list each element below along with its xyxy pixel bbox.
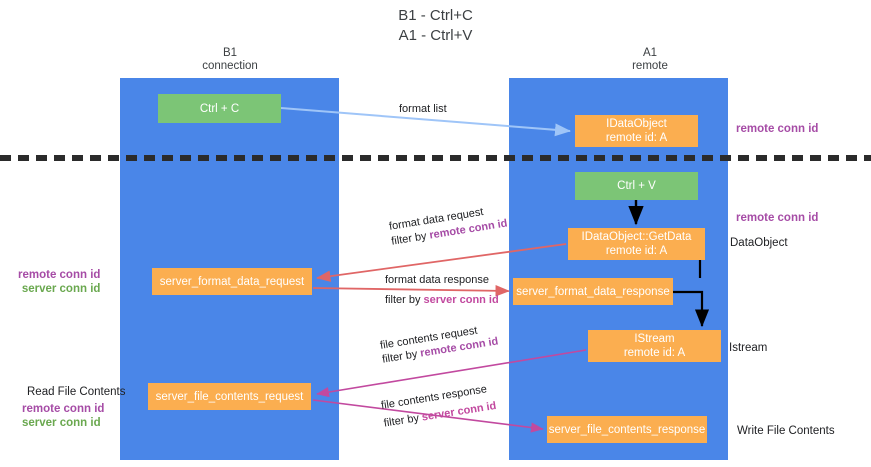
node-idataobject[interactable]: IDataObject remote id: A xyxy=(575,115,698,147)
node-server-file-contents-response[interactable]: server_file_contents_response xyxy=(547,416,707,443)
column-b1-subtitle: connection xyxy=(202,60,258,72)
node-idataobject-getdata[interactable]: IDataObject::GetData remote id: A xyxy=(568,228,705,260)
column-a1-subtitle: remote xyxy=(632,60,668,72)
annotation-read-file-contents: Read File Contents xyxy=(27,386,126,398)
filter-prefix: filter by xyxy=(382,411,423,430)
column-header-b1: B1 connection xyxy=(140,47,320,73)
filter-key-server-conn-id: server conn id xyxy=(423,294,499,306)
node-server-format-data-request[interactable]: server_format_data_request xyxy=(152,268,312,295)
edge-label-format-data-response: format data response filter by server co… xyxy=(385,273,499,307)
node-server-file-contents-response-label: server_file_contents_response xyxy=(548,423,706,436)
annotation-left-mid-remote: remote conn id xyxy=(18,269,101,281)
node-server-format-data-response[interactable]: server_format_data_response xyxy=(513,278,673,305)
title-line-1: B1 - Ctrl+C xyxy=(398,7,473,24)
title-line-2: A1 - Ctrl+V xyxy=(398,27,473,44)
edge-format-data-response-filter: filter by server conn id xyxy=(385,293,499,307)
edge-label-format-data-request: format data request filter by remote con… xyxy=(388,202,508,249)
node-ctrl-v[interactable]: Ctrl + V xyxy=(575,172,698,200)
node-ctrl-c-label: Ctrl + C xyxy=(199,102,240,115)
edge-label-file-contents-request: file contents request filter by remote c… xyxy=(379,321,499,367)
annotation-write-file-contents: Write File Contents xyxy=(737,425,835,437)
page-title: B1 - Ctrl+C A1 - Ctrl+V xyxy=(0,6,871,46)
phase-divider xyxy=(0,155,871,161)
node-istream-remote-id: remote id: A xyxy=(623,347,686,359)
annotation-remote-conn-id-top: remote conn id xyxy=(736,123,819,135)
annotation-left-bottom: remote conn id server conn id xyxy=(22,402,104,430)
node-ctrl-c[interactable]: Ctrl + C xyxy=(158,94,281,123)
node-istream-label: IStream xyxy=(634,333,675,345)
node-istream[interactable]: IStream remote id: A xyxy=(588,330,721,362)
node-server-format-data-response-label: server_format_data_response xyxy=(516,285,670,298)
filter-prefix: filter by xyxy=(385,294,424,306)
annotation-istream: Istream xyxy=(729,342,768,354)
node-server-file-contents-request[interactable]: server_file_contents_request xyxy=(148,383,311,410)
edge-format-data-response-text: format data response xyxy=(385,274,489,286)
annotation-remote-conn-id-mid: remote conn id xyxy=(736,212,819,224)
column-header-a1: A1 remote xyxy=(560,47,740,73)
node-server-file-contents-request-label: server_file_contents_request xyxy=(155,390,304,403)
annotation-left-mid-server: server conn id xyxy=(21,283,101,295)
node-ctrl-v-label: Ctrl + V xyxy=(617,180,656,192)
annotation-left-mid: remote conn id server conn id xyxy=(18,268,100,296)
edge-label-file-contents-response: file contents response filter by server … xyxy=(380,381,497,430)
node-getdata-label: IDataObject::GetData xyxy=(581,231,692,243)
node-idataobject-remote-id: remote id: A xyxy=(605,132,668,144)
node-server-format-data-request-label: server_format_data_request xyxy=(159,275,305,288)
edge-label-format-list: format list xyxy=(399,102,447,116)
annotation-left-bot-server: server conn id xyxy=(22,417,101,429)
annotation-left-bot-remote: remote conn id xyxy=(22,403,105,415)
node-getdata-remote-id: remote id: A xyxy=(605,245,668,257)
column-b1-name: B1 xyxy=(222,47,238,59)
column-a1-name: A1 xyxy=(642,47,658,59)
edge-format-list-text: format list xyxy=(399,103,447,115)
node-idataobject-label: IDataObject xyxy=(606,118,667,130)
annotation-dataobject: DataObject xyxy=(730,237,788,249)
